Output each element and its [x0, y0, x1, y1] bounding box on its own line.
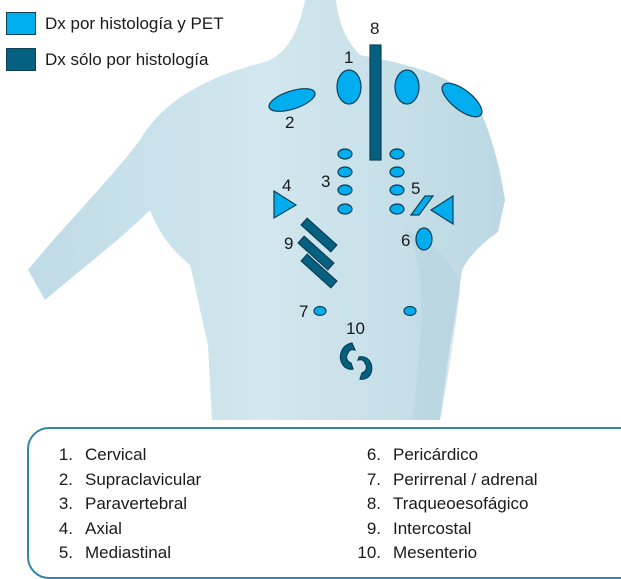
- marker-number-4: 4: [282, 177, 291, 194]
- station-row: 2. Supraclavicular: [39, 470, 201, 495]
- station-name: Traqueoesofágico: [393, 494, 528, 519]
- station-row: 8. Traqueoesofágico: [347, 494, 538, 519]
- station-number: 8.: [347, 494, 381, 519]
- marker-number-3: 3: [321, 173, 330, 190]
- station-number: 10.: [347, 543, 381, 568]
- station-name: Mediastinal: [85, 543, 171, 568]
- station-name: Intercostal: [393, 519, 471, 544]
- station-list-right: 6. Pericárdico 7. Perirrenal / adrenal 8. T…: [347, 445, 538, 568]
- marker-paravertebral-left: [338, 204, 352, 214]
- station-name: Paravertebral: [85, 494, 187, 519]
- marker-paravertebral-right: [390, 167, 404, 177]
- station-list-left: 1. Cervical 2. Supraclavicular 3. Paraverte…: [39, 445, 201, 568]
- station-row: 3. Paravertebral: [39, 494, 201, 519]
- station-row: 10. Mesenterio: [347, 543, 538, 568]
- station-number: 5.: [39, 543, 73, 568]
- station-row: 7. Perirrenal / adrenal: [347, 470, 538, 495]
- legend-item-pet: Dx por histología y PET: [6, 12, 224, 35]
- marker-cervical-right: [395, 70, 419, 104]
- marker-number-2: 2: [285, 114, 294, 131]
- station-name: Pericárdico: [393, 445, 478, 470]
- station-row: 1. Cervical: [39, 445, 201, 470]
- marker-paravertebral-right: [390, 204, 404, 214]
- station-number: 9.: [347, 519, 381, 544]
- station-number: 1.: [39, 445, 73, 470]
- station-name: Cervical: [85, 445, 146, 470]
- station-number: 4.: [39, 519, 73, 544]
- legend-swatch-pet: [6, 12, 36, 35]
- marker-paravertebral-left: [338, 185, 352, 195]
- marker-paravertebral-left: [338, 167, 352, 177]
- body-diagram: Dx por histología y PET Dx sólo por hist…: [0, 0, 621, 420]
- station-list-box: 1. Cervical 2. Supraclavicular 3. Paraverte…: [27, 427, 621, 579]
- station-name: Perirrenal / adrenal: [393, 470, 538, 495]
- station-name: Mesenterio: [393, 543, 477, 568]
- marker-number-5: 5: [411, 180, 420, 197]
- marker-number-10: 10: [346, 320, 365, 337]
- station-row: 4. Axial: [39, 519, 201, 544]
- station-row: 6. Pericárdico: [347, 445, 538, 470]
- marker-cervical-left: [337, 70, 361, 104]
- marker-paravertebral-left: [338, 149, 352, 159]
- station-number: 7.: [347, 470, 381, 495]
- marker-paravertebral-right: [390, 149, 404, 159]
- station-name: Supraclavicular: [85, 470, 201, 495]
- marker-number-1: 1: [344, 49, 353, 66]
- station-number: 3.: [39, 494, 73, 519]
- marker-number-9: 9: [284, 235, 293, 252]
- station-name: Axial: [85, 519, 122, 544]
- marker-number-7: 7: [299, 303, 308, 320]
- station-row: 9. Intercostal: [347, 519, 538, 544]
- station-row: 5. Mediastinal: [39, 543, 201, 568]
- legend-label-pet: Dx por histología y PET: [45, 14, 224, 34]
- marker-number-6: 6: [401, 232, 410, 249]
- marker-perirenal-right: [404, 307, 416, 316]
- station-number: 2.: [39, 470, 73, 495]
- marker-paravertebral-right: [390, 185, 404, 195]
- marker-tracheoesophageal: [370, 45, 381, 160]
- station-number: 6.: [347, 445, 381, 470]
- legend-item-histology: Dx sólo por histología: [6, 48, 208, 71]
- marker-number-8: 8: [370, 20, 379, 37]
- marker-pericardic: [416, 228, 432, 250]
- legend-label-histology: Dx sólo por histología: [45, 50, 208, 70]
- marker-perirenal-left: [314, 307, 326, 316]
- legend-swatch-histology: [6, 48, 36, 71]
